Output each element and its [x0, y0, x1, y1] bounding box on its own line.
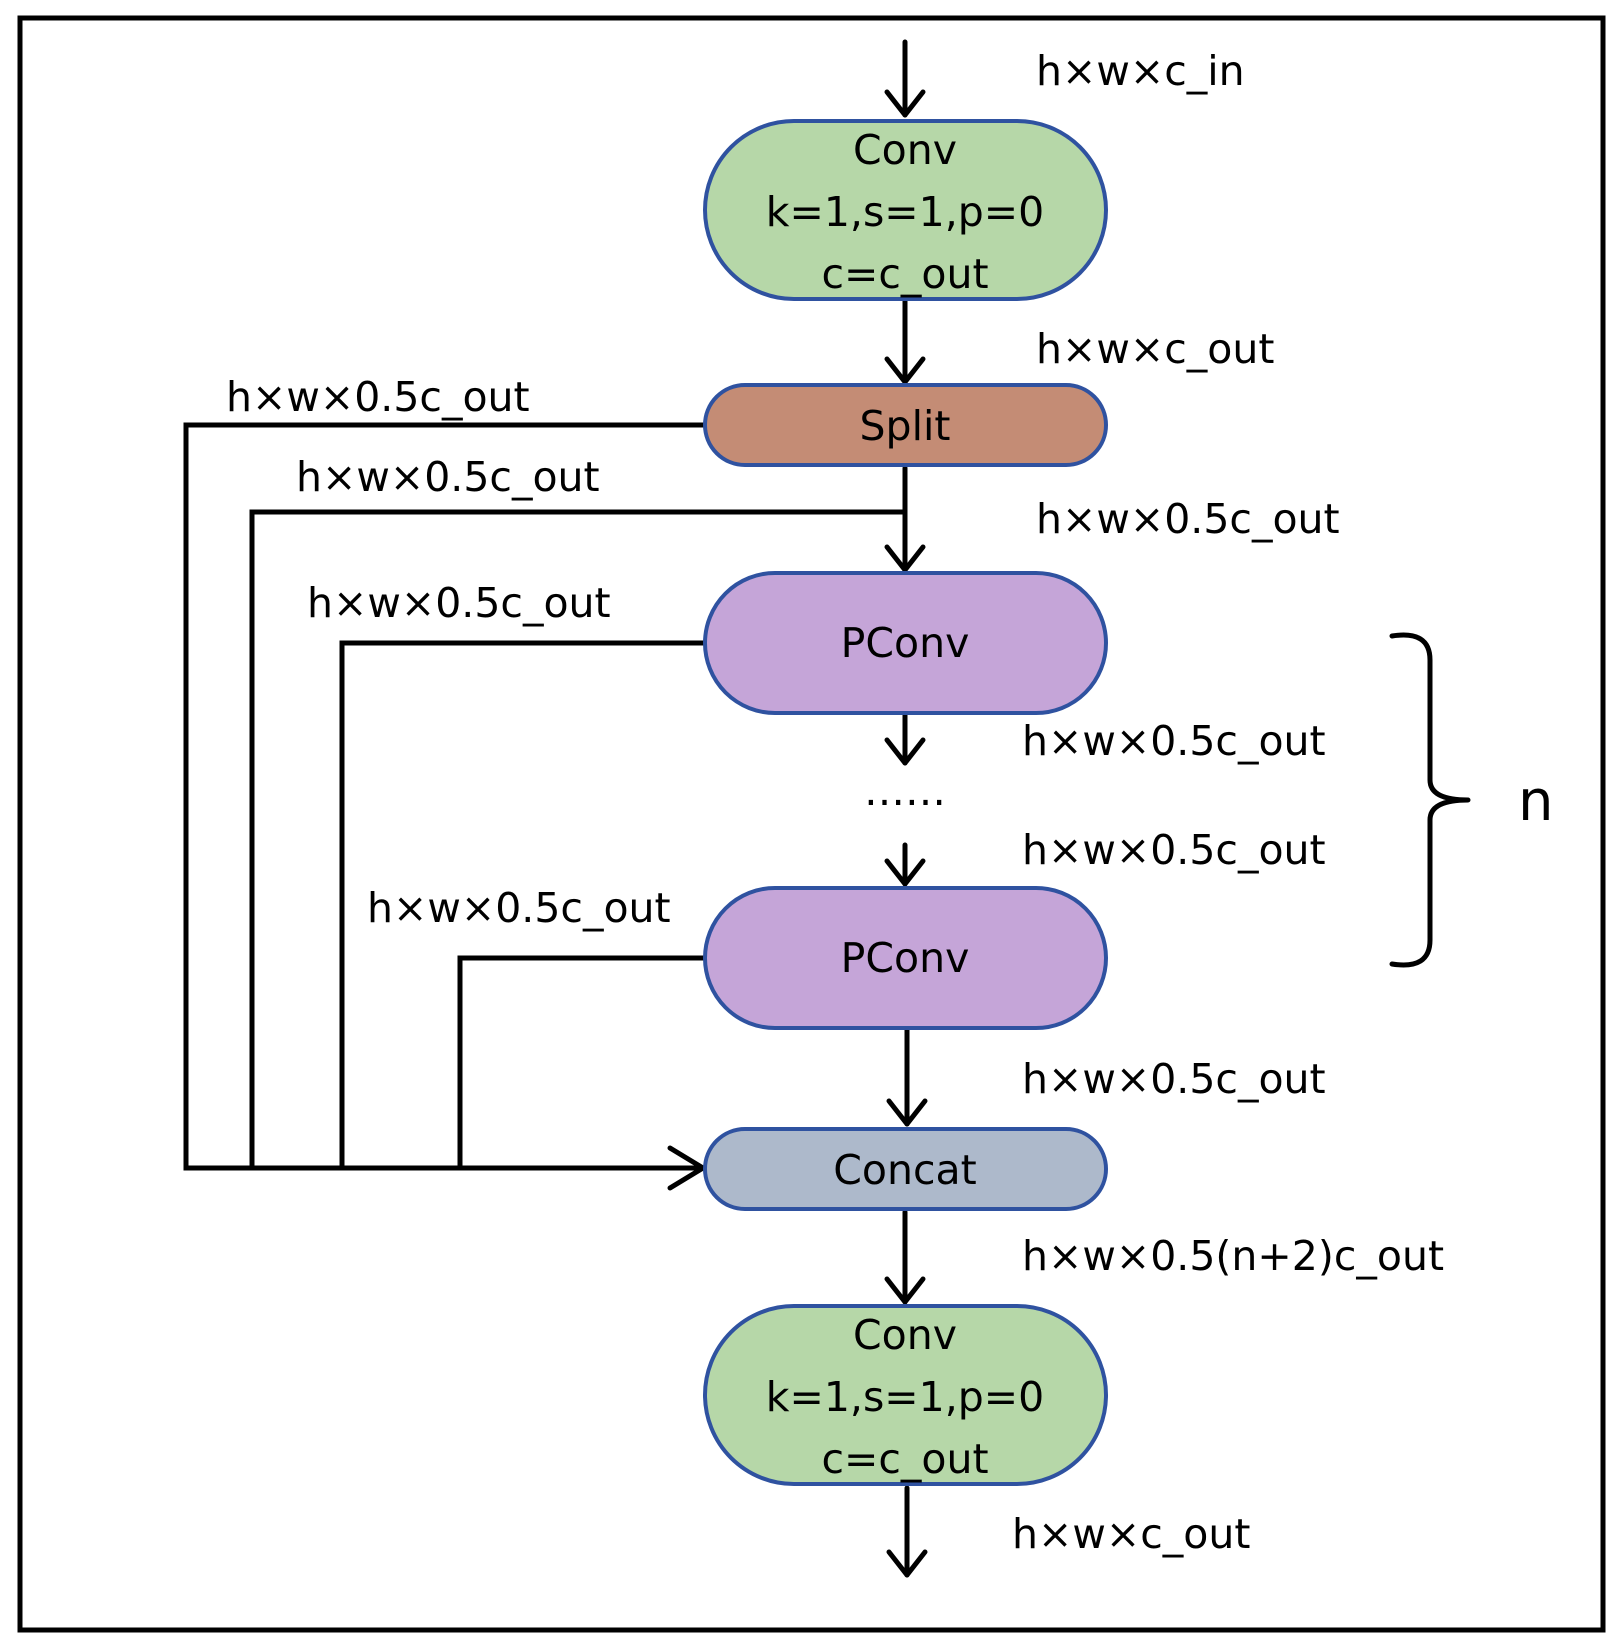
concat-input-arrowhead	[667, 1145, 706, 1191]
pconv-to-concat-arrow	[886, 1027, 928, 1127]
pconv-to-ellipsis-arrow	[884, 712, 926, 766]
conv-out-shape-label: h×w×c_out	[1036, 325, 1274, 373]
split-title: Split	[860, 402, 951, 450]
outer-frame	[17, 15, 1606, 1633]
output-arrow	[886, 1485, 928, 1578]
split-stem-branch-label: h×w×0.5c_out	[296, 453, 600, 501]
split-out-shape-label: h×w×0.5c_out	[1036, 495, 1340, 543]
pconv-2-branch-wire	[457, 955, 706, 1168]
pconv-node-1: PConv	[703, 571, 1108, 715]
pconv-2-title: PConv	[841, 934, 970, 982]
concat-to-conv-arrow	[884, 1209, 926, 1305]
conv-bottom-params: k=1,s=1,p=0	[766, 1373, 1045, 1421]
repeat-brace: n	[1389, 632, 1554, 968]
conv-top-title: Conv	[853, 126, 957, 174]
pconv-1-branch-wire	[339, 640, 706, 1168]
concat-title: Concat	[833, 1146, 976, 1194]
split-node: Split	[703, 383, 1108, 467]
conv-to-split-arrow	[884, 297, 926, 385]
main-flow-arrows	[884, 39, 928, 1578]
split-stem-branch-wire	[249, 509, 905, 1168]
conv-bottom-channels: c=c_out	[821, 1435, 988, 1483]
pconv-2-branch-label: h×w×0.5c_out	[367, 884, 671, 932]
ellipsis-to-pconv-arrow	[884, 842, 926, 887]
pconv-2-out-shape-label: h×w×0.5c_out	[1022, 1055, 1326, 1103]
concat-out-shape-label: h×w×0.5(n+2)c_out	[1022, 1232, 1444, 1280]
pconv-2-in-shape-label: h×w×0.5c_out	[1022, 826, 1326, 874]
split-branch-label: h×w×0.5c_out	[226, 373, 530, 421]
split-to-pconv-arrow	[884, 465, 926, 573]
pconv-node-2: PConv	[703, 886, 1108, 1030]
conv-top-node: Conv k=1,s=1,p=0 c=c_out	[703, 119, 1108, 301]
conv-top-params: k=1,s=1,p=0	[766, 188, 1045, 236]
repeat-ellipsis: ……	[864, 767, 946, 815]
pconv-1-branch-label: h×w×0.5c_out	[307, 579, 611, 627]
branch-labels: h×w×0.5c_out h×w×0.5c_out h×w×0.5c_out h…	[226, 373, 671, 932]
concat-node: Concat	[703, 1127, 1108, 1211]
flow-labels: h×w×c_in h×w×c_out h×w×0.5c_out h×w×0.5c…	[1012, 47, 1444, 1558]
conv-top-channels: c=c_out	[821, 250, 988, 298]
pconv-1-out-shape-label: h×w×0.5c_out	[1022, 717, 1326, 765]
split-branch-wire	[183, 422, 706, 1171]
input-shape-label: h×w×c_in	[1036, 47, 1245, 95]
pconv-1-title: PConv	[841, 619, 970, 667]
input-arrow	[884, 39, 926, 118]
skip-connections	[183, 422, 905, 1191]
output-shape-label: h×w×c_out	[1012, 1510, 1250, 1558]
conv-bottom-node: Conv k=1,s=1,p=0 c=c_out	[703, 1304, 1108, 1486]
conv-bottom-title: Conv	[853, 1311, 957, 1359]
repeat-count-label: n	[1518, 769, 1554, 834]
